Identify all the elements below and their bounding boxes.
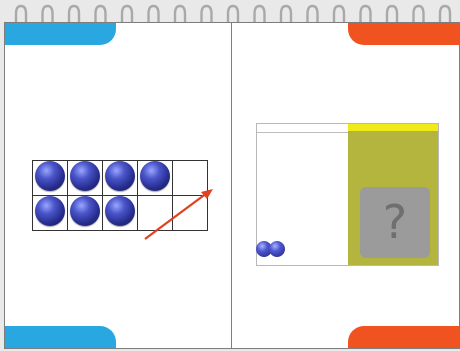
question-card[interactable]: ?: [360, 187, 430, 258]
ten-frame-cell: [103, 196, 138, 231]
arrow-icon: [141, 183, 221, 243]
right-page-bottom-tab: [348, 326, 460, 349]
right-page-top-tab: [348, 22, 460, 45]
ten-frame-cell: [33, 196, 68, 231]
right-page: ?: [231, 22, 460, 349]
ball: [35, 161, 65, 191]
ball: [105, 196, 135, 226]
ten-frame-cell: [68, 161, 103, 196]
ball: [35, 196, 65, 226]
left-page-top-tab: [4, 22, 116, 45]
ball: [105, 161, 135, 191]
ten-frame-cell: [33, 161, 68, 196]
ten-frame-cell: [68, 196, 103, 231]
ball: [70, 161, 100, 191]
small-ball: [269, 241, 285, 257]
left-page-bottom-tab: [4, 326, 116, 349]
question-mark-icon: ?: [383, 195, 407, 249]
ten-frame-cell: [103, 161, 138, 196]
answer-panel: ?: [348, 124, 438, 265]
left-page: [4, 22, 233, 349]
ball: [70, 196, 100, 226]
